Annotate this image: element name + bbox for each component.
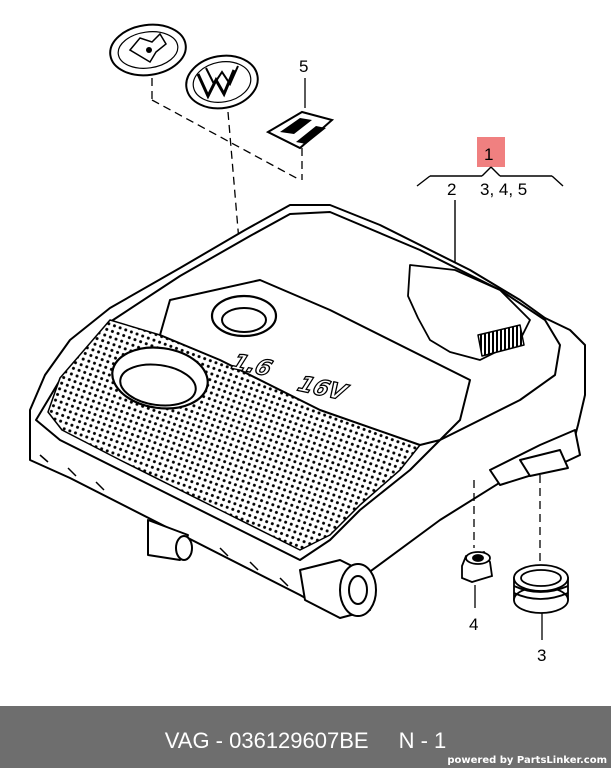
footer-bar: VAG - 036129607BE N - 1 powered by PartsL… xyxy=(0,706,611,768)
part-number: VAG - 036129607BE xyxy=(164,728,369,753)
powered-by-link[interactable]: powered by PartsLinker.com xyxy=(447,755,607,766)
callout-emblem: 5 xyxy=(299,57,308,76)
engine-cover-diagram: 1.6 16V 1 2 3, 4, 5 5 4 3 xyxy=(29,23,586,665)
callout-grommet: 4 xyxy=(469,615,478,634)
callout-seal: 3 xyxy=(537,646,546,665)
footer-caption: VAG - 036129607BE N - 1 xyxy=(0,728,611,754)
callout-right: 3, 4, 5 xyxy=(480,180,527,199)
engine-cover xyxy=(29,204,586,619)
skoda-emblem-icon xyxy=(109,23,187,77)
seal-ring-part-icon xyxy=(513,564,569,614)
part-leader-lines xyxy=(473,475,541,562)
seat-emblem-icon xyxy=(265,110,335,150)
vw-emblem-icon xyxy=(185,54,259,110)
callout-main: 1 xyxy=(484,145,493,164)
grommet-part-icon xyxy=(461,550,494,583)
callout-bracket xyxy=(416,137,564,295)
callout-left: 2 xyxy=(447,180,456,199)
position-number: N - 1 xyxy=(398,728,447,753)
